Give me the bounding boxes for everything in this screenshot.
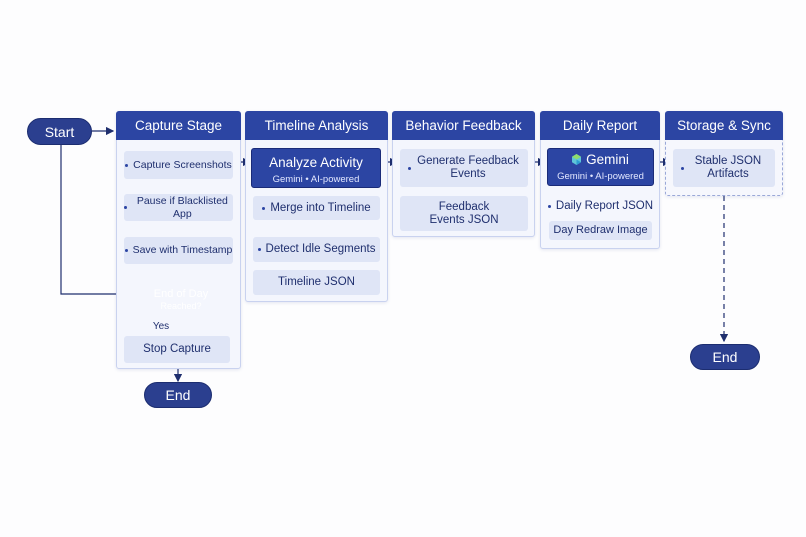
- output-feedback-json: Feedback Events JSON: [400, 196, 528, 231]
- end-terminal-capture: End: [144, 382, 212, 408]
- decision-label: End of Day Reached?: [153, 288, 209, 311]
- bullet-icon: [124, 206, 127, 209]
- output-timeline-json: Timeline JSON: [253, 270, 380, 295]
- step-save-timestamp: Save with Timestamp: [124, 237, 233, 264]
- output-day-redraw-image: Day Redraw Image: [549, 221, 652, 240]
- step-capture-screenshots: Capture Screenshots: [124, 151, 233, 179]
- gemini-icon: [572, 154, 582, 165]
- bullet-icon: [257, 248, 261, 251]
- decision-yes-label: Yes: [152, 321, 170, 332]
- end-terminal-storage: End: [690, 344, 760, 370]
- bullet-icon: [125, 163, 129, 167]
- bullet-icon: [408, 166, 411, 170]
- bullet-icon: [262, 206, 266, 210]
- bullet-icon: [681, 166, 684, 170]
- step-gemini: Gemini Gemini • AI-powered: [547, 148, 654, 186]
- bullet-icon: [547, 204, 551, 208]
- lane-header-report: Daily Report: [540, 111, 660, 140]
- lane-header-capture: Capture Stage: [116, 111, 241, 140]
- output-daily-report-json: Daily Report JSON: [547, 196, 654, 216]
- step-generate-feedback: Generate Feedback Events: [400, 149, 528, 187]
- step-detect-idle: Detect Idle Segments: [253, 237, 380, 262]
- lane-header-storage: Storage & Sync: [665, 111, 783, 140]
- bullet-icon: [124, 249, 128, 252]
- step-stable-json: Stable JSON Artifacts: [673, 149, 775, 187]
- lane-header-timeline: Timeline Analysis: [245, 111, 388, 140]
- step-analyze-activity: Analyze Activity Gemini • AI-powered: [251, 148, 381, 188]
- step-merge-timeline: Merge into Timeline: [253, 196, 380, 220]
- start-terminal: Start: [27, 118, 92, 145]
- step-pause-blacklisted: Pause if Blacklisted App: [124, 194, 233, 221]
- lane-header-feedback: Behavior Feedback: [392, 111, 535, 140]
- step-stop-capture: Stop Capture: [124, 336, 230, 363]
